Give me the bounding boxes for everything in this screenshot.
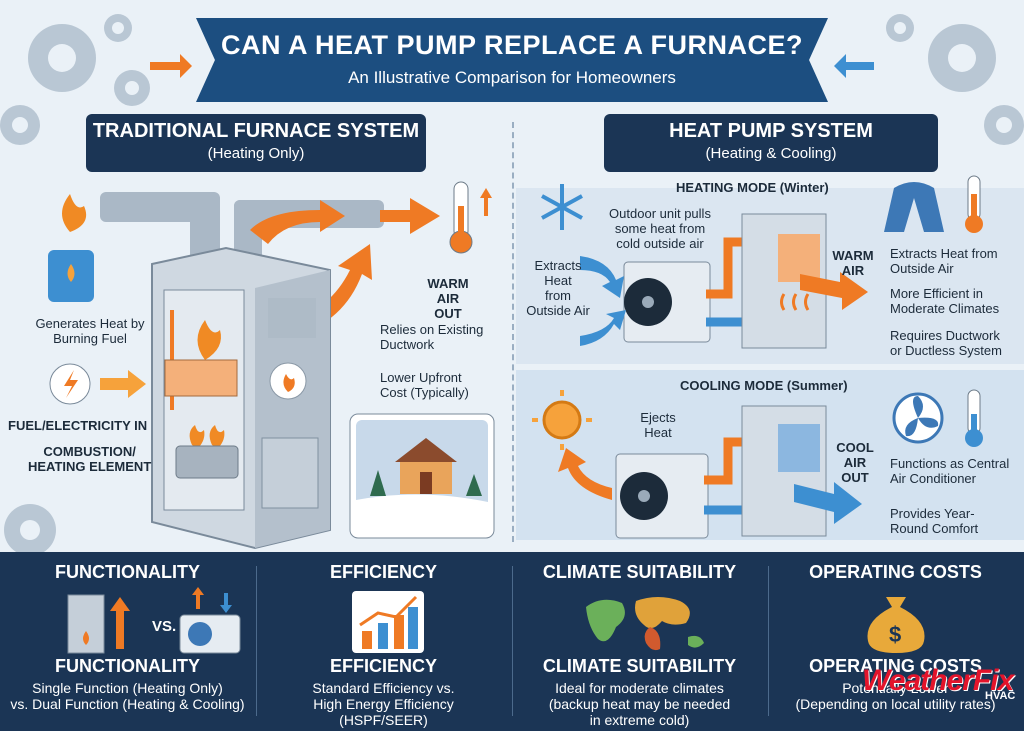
heating-mode-title: HEATING MODE (Winter) (676, 180, 829, 195)
furnace-header: TRADITIONAL FURNACE SYSTEM (Heating Only… (86, 114, 426, 172)
section-divider (512, 122, 514, 542)
comparison-efficiency: EFFICIENCY EFFICIENCY Standard Efficienc… (256, 552, 511, 731)
comparison-climate: CLIMATE SUITABILITY CLIMATE SUITABILITY … (512, 552, 767, 731)
heat-pump-illustration (532, 175, 983, 539)
functionality-icons: VS. (67, 587, 241, 654)
furnace-subheading: (Heating Only) (207, 145, 305, 162)
comparison-operating-costs: OPERATING COSTS $ OPERATING COSTS Potent… (768, 552, 1023, 731)
furnace-illustration (48, 181, 495, 550)
comparison-functionality: FUNCTIONALITY VS. FUNCTIONALITY Single F… (0, 552, 255, 731)
heat-pump-heading: HEAT PUMP SYSTEM (669, 120, 873, 142)
money-bag-icon: $ (867, 597, 925, 653)
watermark-logo: WeatherFix (862, 664, 1014, 697)
arrow-up-icon (480, 188, 492, 216)
watermark-tag: HVAC (985, 690, 1016, 702)
duct (100, 192, 210, 222)
page-title: CAN A HEAT PUMP REPLACE A FURNACE? (220, 30, 803, 60)
fuel-in-label: FUEL/ELECTRICITY IN (8, 418, 148, 433)
heat-pump-header: HEAT PUMP SYSTEM (Heating & Cooling) (604, 114, 938, 172)
heat-pump-subheading: (Heating & Cooling) (705, 145, 837, 162)
cool-air-arrow (794, 482, 862, 524)
jacket-icon (884, 182, 944, 232)
warm-air-out-arrow (380, 198, 440, 234)
efficiency-chart-icon (352, 591, 424, 653)
world-map-icon (586, 597, 704, 651)
arrow-left-icon (834, 54, 874, 78)
flame-icon (197, 320, 221, 360)
warm-air-arrow (250, 200, 345, 244)
title-banner: CAN A HEAT PUMP REPLACE A FURNACE? An Il… (196, 18, 828, 102)
furnace-mini-icon (67, 594, 105, 654)
cooling-mode-title: COOLING MODE (Summer) (680, 378, 848, 393)
page-subtitle: An Illustrative Comparison for Homeowner… (348, 68, 676, 87)
comparison-heading: EFFICIENCY (329, 562, 437, 582)
combustion-label: COMBUSTION/HEATING ELEMENT (28, 444, 152, 474)
fire-icon (62, 194, 87, 232)
svg-text:$: $ (889, 622, 901, 647)
comparison-heading: CLIMATE SUITABILITY (542, 562, 737, 582)
hp-cooling-benefit-2: Provides Year-Round Comfort (890, 506, 979, 536)
sun-icon (542, 400, 582, 440)
arrow-up-icon (110, 597, 130, 649)
warm-air-arrow (800, 272, 868, 310)
vs-label: VS. (152, 618, 176, 635)
heat-exchanger (164, 359, 238, 397)
furnace-heading: TRADITIONAL FURNACE SYSTEM (92, 120, 420, 142)
fuel-in-arrow (100, 370, 146, 398)
heat-out-arrow (558, 448, 612, 500)
arrow-right-icon (150, 54, 192, 78)
comparison-heading: OPERATING COSTS (809, 562, 982, 582)
burner (175, 445, 239, 479)
snowflake-icon (541, 184, 583, 230)
comparison-heading: FUNCTIONALITY (55, 562, 200, 582)
